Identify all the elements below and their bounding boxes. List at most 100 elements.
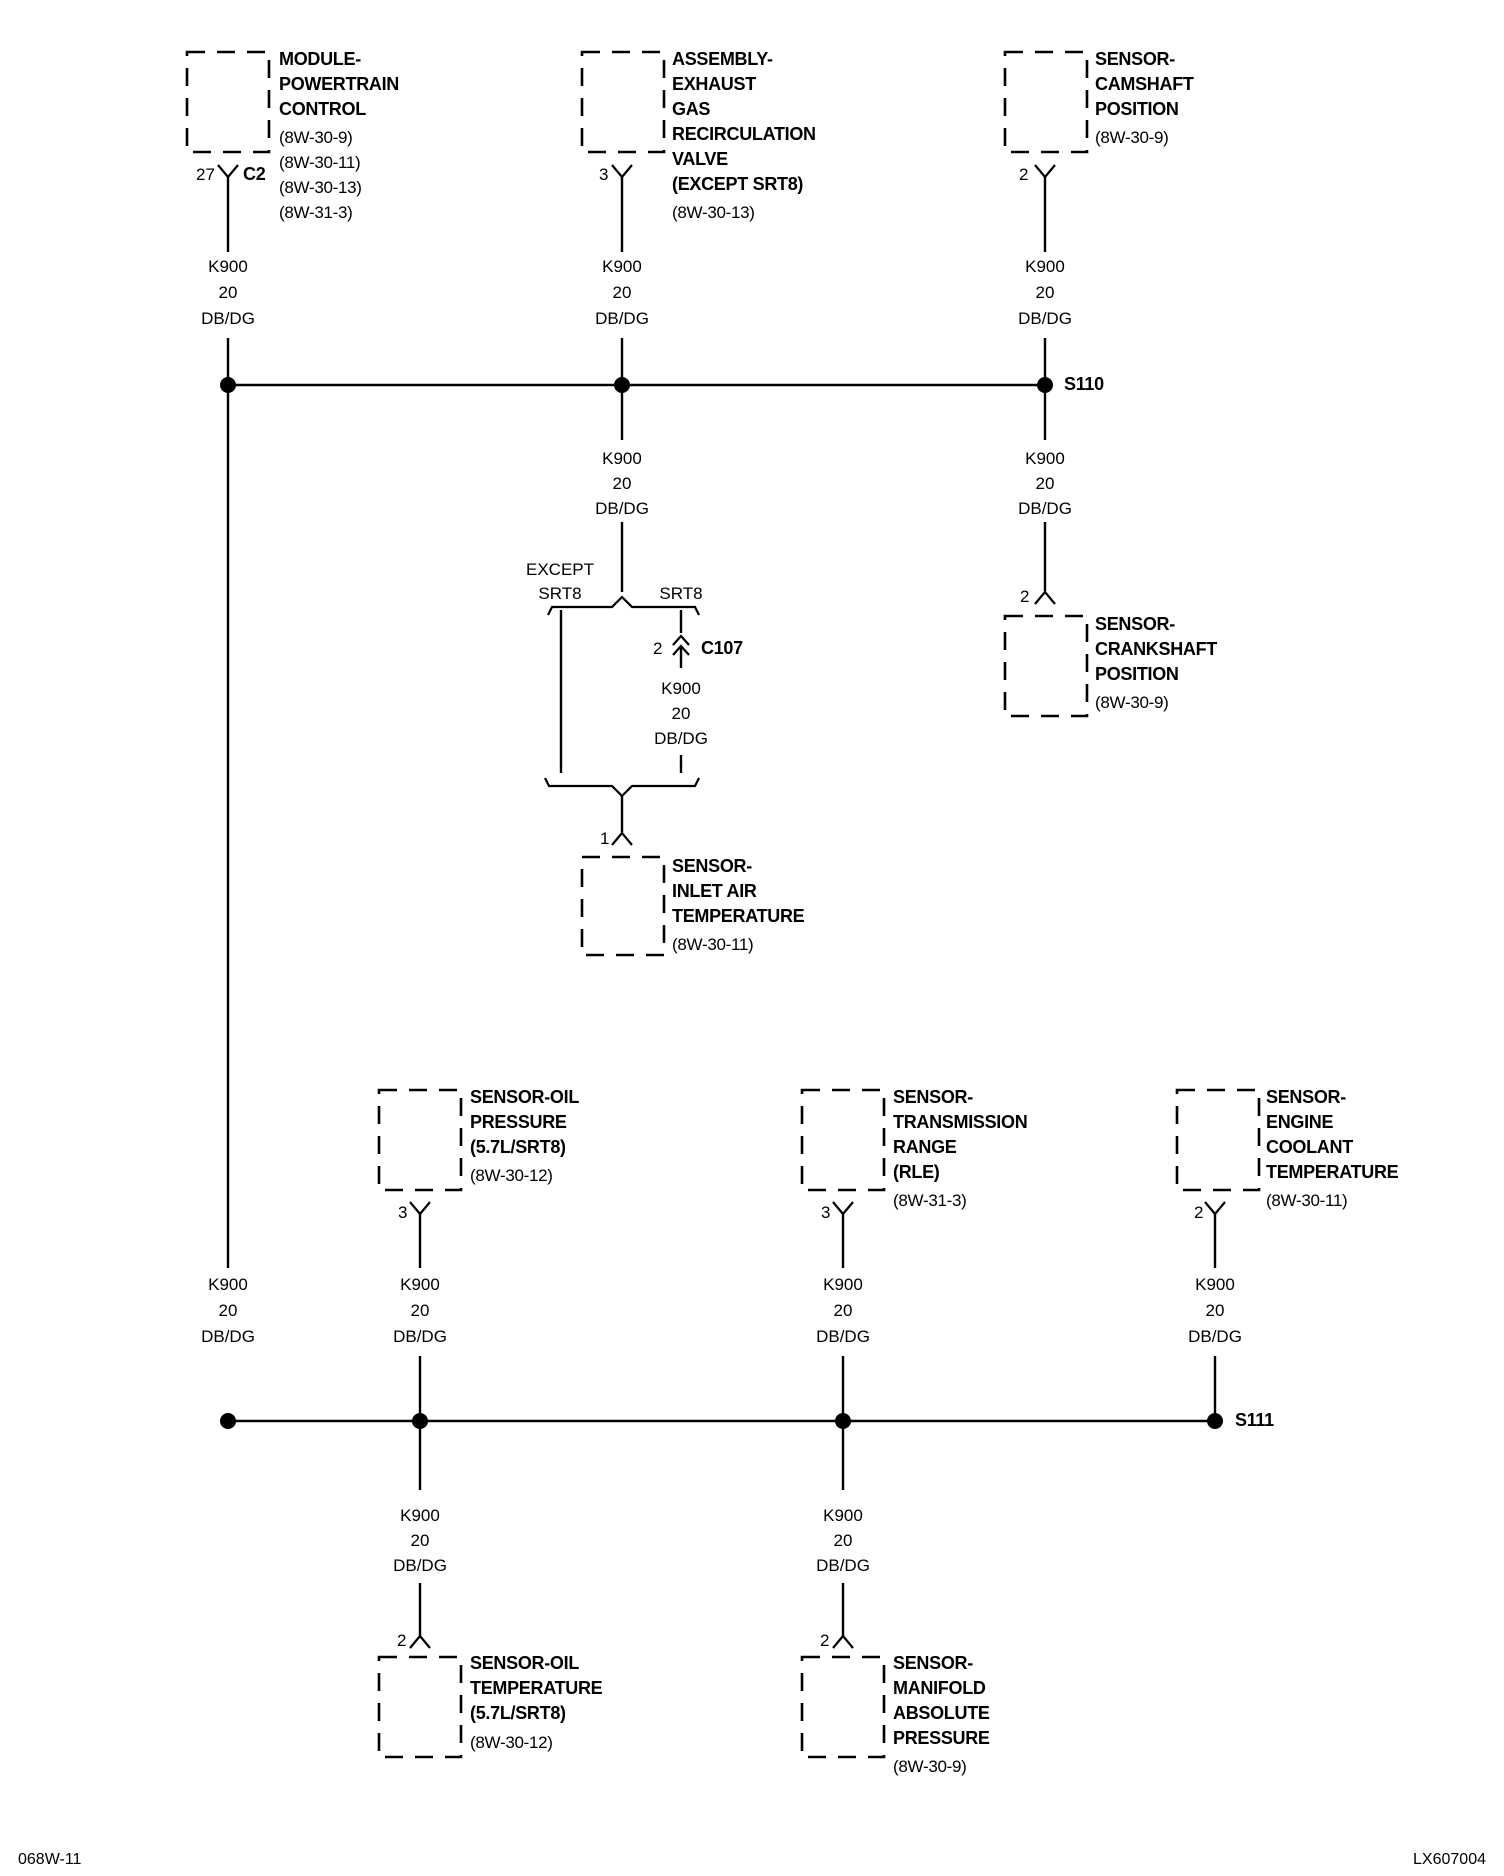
wire-code: K900 bbox=[823, 1275, 863, 1294]
wire-code: K900 bbox=[661, 679, 701, 698]
pcm-label-1: MODULE- bbox=[279, 49, 361, 69]
ckp-label-2: CRANKSHAFT bbox=[1095, 639, 1217, 659]
iat-box bbox=[580, 855, 666, 957]
component-inlet-air-sensor: SENSOR- INLET AIR TEMPERATURE (8W-30-11) bbox=[580, 855, 805, 957]
trunk-to-s111: K900 20 DB/DG bbox=[201, 385, 255, 1346]
oilp-pin: 3 bbox=[398, 1203, 407, 1222]
footer-page-code: 068W-11 bbox=[18, 1851, 82, 1868]
wire-gauge: 20 bbox=[219, 1301, 238, 1320]
egr-label-6: (EXCEPT SRT8) bbox=[672, 174, 803, 194]
trs-label-2: TRANSMISSION bbox=[893, 1112, 1027, 1132]
egr-label-4: RECIRCULATION bbox=[672, 124, 816, 144]
oilt-label-2: TEMPERATURE bbox=[470, 1678, 603, 1698]
wire-color: DB/DG bbox=[595, 499, 649, 518]
egr-pin: 3 bbox=[599, 165, 608, 184]
cmp-label-1: SENSOR- bbox=[1095, 49, 1175, 69]
pcm-ref-2: (8W-30-11) bbox=[279, 153, 360, 172]
wire-color: DB/DG bbox=[393, 1327, 447, 1346]
ect-label-1: SENSOR- bbox=[1266, 1087, 1346, 1107]
wire-color: DB/DG bbox=[816, 1327, 870, 1346]
footer-figure-id: LX607004 bbox=[1413, 1851, 1486, 1868]
wire-code: K900 bbox=[1025, 449, 1065, 468]
oilp-label-2: PRESSURE bbox=[470, 1112, 567, 1132]
ckp-label-1: SENSOR- bbox=[1095, 614, 1175, 634]
wire-color: DB/DG bbox=[1188, 1327, 1242, 1346]
branch-map: K900 20 DB/DG 2 bbox=[816, 1421, 870, 1650]
wire-color: DB/DG bbox=[393, 1556, 447, 1575]
splice-label-s110: S110 bbox=[1064, 374, 1104, 394]
egr-label-3: GAS bbox=[672, 99, 710, 119]
wire-color: DB/DG bbox=[1018, 309, 1072, 328]
c107-connector-fork-a bbox=[672, 634, 690, 646]
ect-label-3: COOLANT bbox=[1266, 1137, 1353, 1157]
wire-gauge: 20 bbox=[1036, 283, 1055, 302]
wire-gauge: 20 bbox=[834, 1301, 853, 1320]
ect-box bbox=[1175, 1088, 1261, 1192]
ect-label-4: TEMPERATURE bbox=[1266, 1162, 1399, 1182]
cmp-label-2: CAMSHAFT bbox=[1095, 74, 1194, 94]
wire-code: K900 bbox=[602, 257, 642, 276]
ckp-ref-1: (8W-30-9) bbox=[1095, 693, 1169, 712]
wire-code: K900 bbox=[400, 1506, 440, 1525]
wire-code: K900 bbox=[823, 1506, 863, 1525]
wire-code: K900 bbox=[400, 1275, 440, 1294]
wire-color: DB/DG bbox=[654, 729, 708, 748]
ckp-box bbox=[1003, 614, 1089, 718]
branch-oil-temperature: K900 20 DB/DG 2 bbox=[393, 1421, 447, 1650]
option-except-label-1: EXCEPT bbox=[526, 560, 594, 579]
map-label-2: MANIFOLD bbox=[893, 1678, 986, 1698]
ect-pin: 2 bbox=[1194, 1203, 1203, 1222]
oilt-connector-fork bbox=[409, 1634, 431, 1649]
pcm-box bbox=[185, 50, 271, 154]
wire-code: K900 bbox=[208, 1275, 248, 1294]
wire-gauge: 20 bbox=[613, 474, 632, 493]
oilt-box bbox=[377, 1655, 463, 1759]
iat-pin: 1 bbox=[600, 829, 609, 848]
egr-connector-fork bbox=[611, 164, 633, 179]
cmp-label-3: POSITION bbox=[1095, 99, 1179, 119]
connector-c107: C107 bbox=[701, 638, 743, 658]
egr-label-2: EXHAUST bbox=[672, 74, 756, 94]
egr-label-1: ASSEMBLY- bbox=[672, 49, 773, 69]
component-egr-valve: ASSEMBLY- EXHAUST GAS RECIRCULATION VALV… bbox=[580, 49, 816, 385]
ect-ref-1: (8W-30-11) bbox=[1266, 1191, 1347, 1210]
map-ref-1: (8W-30-9) bbox=[893, 1757, 967, 1776]
map-label-3: ABSOLUTE bbox=[893, 1703, 990, 1723]
trs-label-4: (RLE) bbox=[893, 1162, 940, 1182]
pcm-ref-4: (8W-31-3) bbox=[279, 203, 353, 222]
cmp-connector-fork bbox=[1034, 164, 1056, 179]
iat-label-3: TEMPERATURE bbox=[672, 906, 805, 926]
component-pcm: MODULE- POWERTRAIN CONTROL (8W-30-9) (8W… bbox=[185, 49, 399, 385]
wire-code: K900 bbox=[1025, 257, 1065, 276]
component-oil-temperature-sensor: SENSOR-OIL TEMPERATURE (5.7L/SRT8) (8W-3… bbox=[377, 1653, 603, 1759]
wire-code: K900 bbox=[1195, 1275, 1235, 1294]
option-split-brace bbox=[547, 595, 700, 616]
oilt-pin: 2 bbox=[397, 1631, 406, 1650]
option-merge-brace bbox=[544, 777, 700, 798]
branch-crankshaft: K900 20 DB/DG 2 bbox=[1018, 385, 1072, 606]
pcm-connector-fork bbox=[217, 164, 239, 179]
option-except-label-2: SRT8 bbox=[538, 584, 581, 603]
iat-label-1: SENSOR- bbox=[672, 856, 752, 876]
c107-pin: 2 bbox=[653, 639, 662, 658]
component-oil-pressure-sensor: SENSOR-OIL PRESSURE (5.7L/SRT8) (8W-30-1… bbox=[377, 1087, 580, 1421]
oilt-label-3: (5.7L/SRT8) bbox=[470, 1703, 566, 1723]
map-box bbox=[800, 1655, 886, 1759]
iat-connector-fork bbox=[611, 831, 633, 846]
ckp-connector-fork bbox=[1034, 590, 1056, 605]
ect-label-2: ENGINE bbox=[1266, 1112, 1334, 1132]
pcm-ref-3: (8W-30-13) bbox=[279, 178, 362, 197]
oilp-label-1: SENSOR-OIL bbox=[470, 1087, 579, 1107]
ckp-label-3: POSITION bbox=[1095, 664, 1179, 684]
iat-label-2: INLET AIR bbox=[672, 881, 757, 901]
cmp-ref-1: (8W-30-9) bbox=[1095, 128, 1169, 147]
wire-code: K900 bbox=[602, 449, 642, 468]
connector-c2: C2 bbox=[243, 164, 266, 184]
splice-dot bbox=[220, 1413, 236, 1429]
pcm-label-2: POWERTRAIN bbox=[279, 74, 399, 94]
egr-box bbox=[580, 50, 666, 154]
cmp-box bbox=[1003, 50, 1089, 154]
component-crankshaft-sensor: SENSOR- CRANKSHAFT POSITION (8W-30-9) bbox=[1003, 614, 1218, 718]
wire-gauge: 20 bbox=[672, 704, 691, 723]
